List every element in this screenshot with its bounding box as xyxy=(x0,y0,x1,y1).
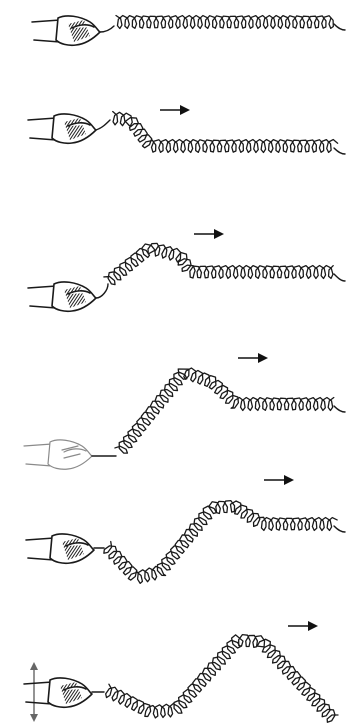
spring-lead-wire xyxy=(334,274,345,281)
spring-lead-wire xyxy=(96,120,110,130)
spring-lead-wire xyxy=(96,284,108,298)
panel-5 xyxy=(14,475,345,583)
hand-icon xyxy=(20,16,118,46)
panel-4 xyxy=(24,353,345,469)
spring-coil xyxy=(115,368,334,453)
spring-coil xyxy=(104,501,337,584)
spring-coil xyxy=(116,16,333,29)
hand-icon xyxy=(14,534,112,564)
spring-lead-wire xyxy=(334,148,345,154)
panel-1 xyxy=(20,16,345,47)
spring-lead-wire xyxy=(100,26,114,32)
panel-3 xyxy=(16,229,345,312)
spring-coil xyxy=(104,243,333,284)
spring-coil xyxy=(106,635,338,723)
spring-lead-wire xyxy=(334,24,345,30)
panel-6 xyxy=(12,621,338,722)
up-down-arrow-icon xyxy=(30,662,38,722)
hand-icon xyxy=(12,678,110,708)
right-arrow-icon xyxy=(160,105,190,115)
right-arrow-icon xyxy=(264,475,294,485)
spring-lead-wire xyxy=(334,406,345,412)
right-arrow-icon xyxy=(288,621,318,631)
spring-lead-wire xyxy=(334,526,345,532)
right-arrow-icon xyxy=(194,229,224,239)
spring-coil xyxy=(113,112,338,153)
panel-2 xyxy=(16,105,345,154)
hand-icon xyxy=(24,440,92,469)
right-arrow-icon xyxy=(238,353,268,363)
